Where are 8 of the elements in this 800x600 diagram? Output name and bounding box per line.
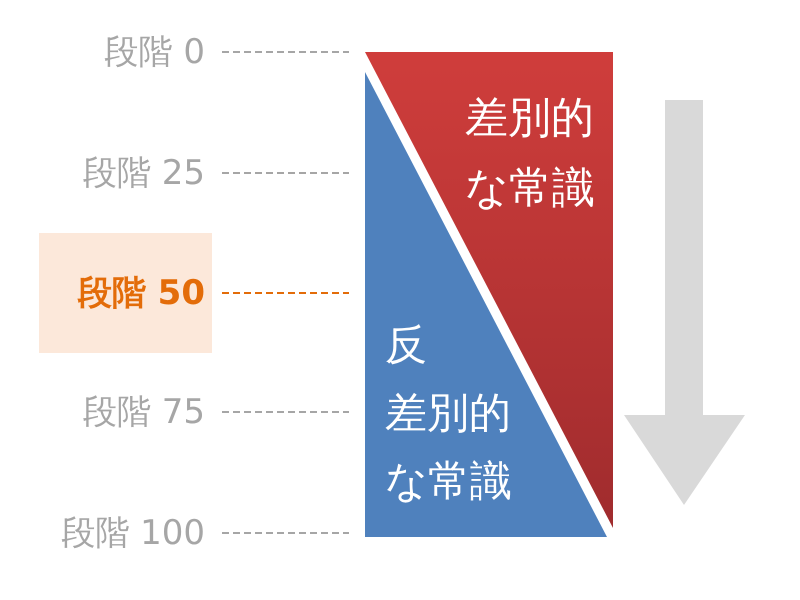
highlight-panel: [39, 233, 212, 353]
stage-label: 段階 75: [82, 393, 205, 431]
triangle-label: 反差別的な常識: [385, 319, 512, 507]
stage-label: 段階 50: [78, 274, 205, 312]
stage-label: 段階 100: [61, 514, 205, 552]
triangle-label: 差別的な常識: [465, 92, 595, 215]
stage-label: 段階 25: [82, 154, 205, 192]
stage-label: 段階 0: [104, 33, 205, 71]
